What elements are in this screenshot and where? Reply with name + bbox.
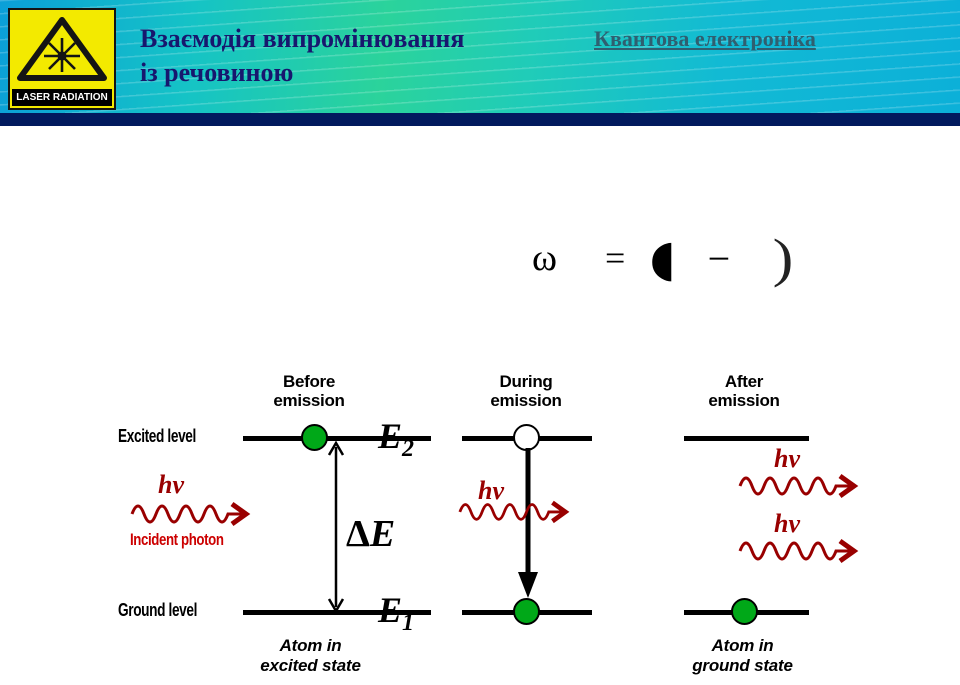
incident-photon-label: Incident photon: [130, 530, 224, 549]
caption-ground-state: Atom in ground state: [665, 636, 820, 676]
after-photon1-hv-label: hν: [774, 444, 800, 473]
excited-level-label: Excited level: [118, 426, 196, 446]
course-label: Квантова електроніка: [594, 26, 816, 51]
e2-symbol: E: [378, 416, 403, 456]
after-line1: After: [724, 372, 764, 391]
during-line1: During: [499, 372, 553, 391]
delta-e-symbol: E: [369, 513, 396, 555]
equation-minus: −: [707, 235, 731, 281]
header-banner: LASER RADIATION Взаємодія випромінювання…: [0, 0, 960, 126]
during-photon-wavy-arrow: [458, 500, 570, 524]
e1-subscript: 1: [402, 610, 415, 637]
equation-omega: ω: [532, 237, 558, 279]
e1-symbol: E: [378, 590, 403, 630]
after-line2: emission: [708, 391, 780, 410]
delta-symbol: Δ: [346, 513, 370, 555]
ground-level-line-before: [243, 610, 431, 615]
banner-background: [0, 0, 960, 113]
caption-left-line2: excited state: [260, 656, 361, 675]
equation-right-paren: ): [772, 228, 794, 288]
slide-title: Взаємодія випромінювання із речовиною: [140, 22, 464, 90]
e2-subscript: 2: [402, 436, 415, 463]
atom-vacated-during: [513, 424, 540, 451]
during-photon-hv-label: hν: [478, 476, 504, 505]
after-photon2-wavy-arrow: [738, 538, 859, 564]
atom-ground-during: [513, 598, 540, 625]
energy-e1-label: E1: [378, 589, 414, 637]
column-title-before: Before emission: [243, 372, 375, 410]
excited-level-line-before: [243, 436, 431, 441]
laser-sign-label: LASER RADIATION: [12, 89, 112, 106]
caption-right-line1: Atom in: [711, 636, 774, 655]
caption-excited-state: Atom in excited state: [233, 636, 388, 676]
after-photon1-wavy-arrow: [738, 473, 859, 499]
atom-excited-before: [301, 424, 328, 451]
during-line2: emission: [490, 391, 562, 410]
frequency-equation: ω = ◖ − ): [532, 228, 794, 288]
before-line1: Before: [282, 372, 336, 391]
before-line2: emission: [273, 391, 345, 410]
energy-e2-label: E2: [378, 415, 414, 463]
caption-left-line1: Atom in: [279, 636, 342, 655]
banner-navy-bar: [0, 113, 960, 126]
equation-equals: =: [605, 238, 626, 278]
delta-e-label: ΔE: [346, 512, 395, 556]
after-photon2-hv-label: hν: [774, 509, 800, 538]
incident-photon-hv-label: hν: [158, 470, 184, 499]
ground-level-label: Ground level: [118, 600, 198, 620]
transition-down-arrow: [518, 448, 538, 598]
equation-left-paren: ◖: [649, 229, 676, 287]
caption-right-line2: ground state: [692, 656, 793, 675]
laser-radiation-sign: LASER RADIATION: [8, 8, 116, 110]
slide-title-line2: із речовиною: [140, 58, 294, 87]
excited-level-line-after: [684, 436, 809, 441]
column-title-during: During emission: [460, 372, 592, 410]
slide-title-line1: Взаємодія випромінювання: [140, 24, 465, 53]
laser-warning-icon: [17, 17, 107, 81]
column-title-after: After emission: [678, 372, 810, 410]
incident-photon-wavy-arrow: [130, 501, 251, 527]
delta-e-double-arrow: [327, 441, 345, 613]
atom-ground-after: [731, 598, 758, 625]
